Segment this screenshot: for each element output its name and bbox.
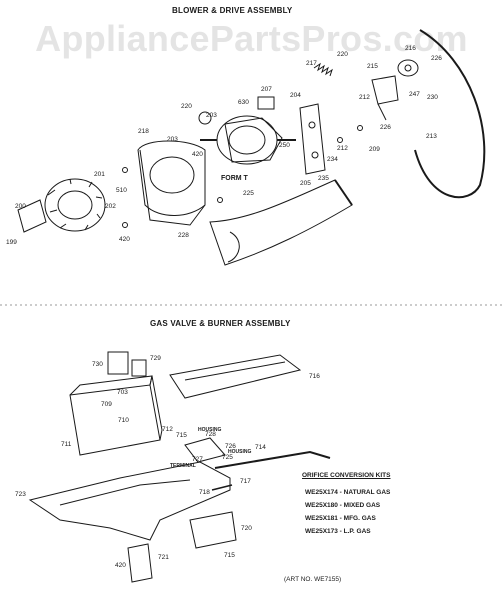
motor-switch [257, 96, 275, 110]
housing-callout: HOUSING [198, 427, 222, 433]
part-number: 201 [94, 171, 105, 178]
blower-plate [17, 199, 47, 233]
orifice-kit: WE25X173 - L.P. GAS [305, 528, 371, 535]
part-number: 247 [409, 91, 420, 98]
part-number: 250 [279, 142, 290, 149]
part-number: 225 [243, 190, 254, 197]
orifice-kit: WE25X180 - MIXED GAS [305, 502, 381, 509]
motor-bracket [299, 103, 326, 175]
part-number: 715 [224, 552, 235, 559]
part-number: 209 [369, 146, 380, 153]
part-number: 212 [359, 94, 370, 101]
screw [217, 197, 223, 203]
part-number: 728 [205, 431, 216, 438]
gas-line [214, 450, 331, 469]
part-number: 727 [192, 456, 203, 463]
part-number: 725 [222, 454, 233, 461]
blower-section-title: BLOWER & DRIVE ASSEMBLY [172, 6, 293, 15]
part-number: 217 [306, 60, 317, 67]
part-number: 420 [115, 562, 126, 569]
part-number: 720 [241, 525, 252, 532]
flame-sensor [184, 437, 226, 463]
burner-tube [169, 354, 302, 399]
part-number: 710 [118, 417, 129, 424]
orifice-kits-title: ORIFICE CONVERSION KITS [302, 472, 391, 479]
part-number: 712 [162, 426, 173, 433]
part-number: 717 [240, 478, 251, 485]
part-number: 212 [337, 145, 348, 152]
part-number: 715 [176, 432, 187, 439]
part-number: 730 [92, 361, 103, 368]
part-number: 200 [15, 203, 26, 210]
part-number: 204 [290, 92, 301, 99]
form-label: FORM T [221, 175, 248, 182]
part-number: 234 [327, 156, 338, 163]
mounting-bracket [127, 543, 153, 583]
drive-belt [414, 29, 486, 199]
orifice-kit: WE25X174 - NATURAL GAS [305, 489, 391, 496]
part-number: 207 [261, 86, 272, 93]
part-number: 220 [181, 103, 192, 110]
part-number: 205 [300, 180, 311, 187]
part-number: 420 [192, 151, 203, 158]
gas-valve [69, 384, 161, 456]
part-number: 213 [426, 133, 437, 140]
idler-bracket [371, 75, 399, 105]
idler-pulley [397, 59, 419, 77]
part-number: 726 [225, 443, 236, 450]
part-number: 709 [101, 401, 112, 408]
blower-wheel [44, 178, 106, 232]
part-number: 723 [15, 491, 26, 498]
part-number: 716 [309, 373, 320, 380]
part-number: 216 [405, 45, 416, 52]
gas-section-title: GAS VALVE & BURNER ASSEMBLY [150, 319, 291, 328]
part-number: 714 [255, 444, 266, 451]
part-number: 220 [337, 51, 348, 58]
part-number: 729 [150, 355, 161, 362]
part-number: 718 [199, 489, 210, 496]
orifice-kit: WE25X181 - MFG. GAS [305, 515, 376, 522]
grommet [198, 111, 212, 125]
part-number: 218 [138, 128, 149, 135]
part-number: 703 [117, 389, 128, 396]
motor-body [216, 115, 278, 165]
exhaust-duct [209, 179, 353, 266]
part-number: 721 [158, 554, 169, 561]
tension-spring [313, 62, 333, 77]
part-number: 226 [380, 124, 391, 131]
part-number: 202 [105, 203, 116, 210]
part-number: 711 [61, 441, 72, 448]
part-number: 235 [318, 175, 329, 182]
housing-callout: HOUSING [228, 449, 252, 455]
part-number: 203 [206, 112, 217, 119]
valve-coil [107, 351, 129, 375]
part-number: 215 [367, 63, 378, 70]
art-number: (ART NO. WE7155) [284, 576, 342, 583]
part-number: 630 [238, 99, 249, 106]
part-number: 203 [167, 136, 178, 143]
part-number: 230 [427, 94, 438, 101]
part-number: 510 [116, 187, 127, 194]
watermark: AppliancePartsPros.com [35, 18, 468, 59]
part-number: 228 [178, 232, 189, 239]
part-number: 226 [431, 55, 442, 62]
part-number: 199 [6, 239, 17, 246]
terminal-callout: TERMINAL [170, 463, 196, 469]
igniter-bracket [189, 511, 237, 549]
part-number: 420 [119, 236, 130, 243]
burner-frame [28, 461, 231, 541]
